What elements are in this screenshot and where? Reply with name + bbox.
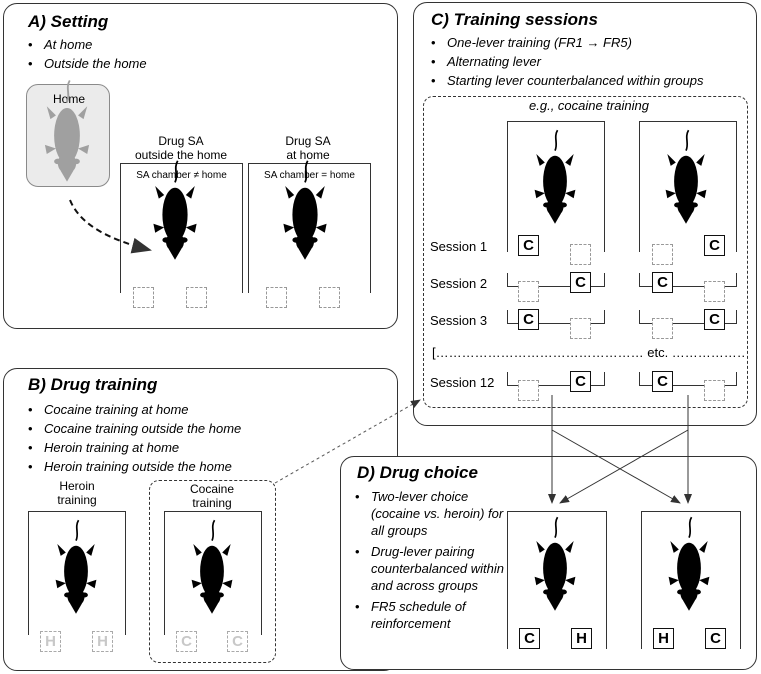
session-left-rat-icon [533,129,577,225]
bullet: At home [28,35,147,54]
home-rat-icon [43,79,91,183]
bullet: Heroin training at home [28,438,241,457]
athome-rat-icon [282,159,328,261]
heroin-lever-left: H [40,631,61,652]
panel-c-bullets: One-lever training (FR1 → FR5) Alternati… [431,33,704,90]
outside-lever-right [186,287,207,308]
bullet: Outside the home [28,54,147,73]
bullet: Heroin training outside the home [28,457,241,476]
s2-right-lever-a: C [652,272,673,293]
bullet: One-lever training (FR1 → FR5) [431,33,704,52]
example-label: e.g., cocaine training [529,98,649,113]
session-example-frame [423,96,748,408]
s12-right-lever-b [704,380,725,401]
bullet: Cocaine training at home [28,400,241,419]
s3-left-lever-a: C [518,309,539,330]
s3-right-rail [639,310,737,324]
cocaine-rat-icon [190,519,234,615]
panel-a-bullets: At home Outside the home [28,35,147,73]
choice-right-rat-icon [667,516,711,612]
s12-left-lever-b: C [570,371,591,392]
session-label: Session 3 [430,313,488,328]
s3-right-lever-b: C [704,309,725,330]
s12-right-rail [639,372,737,386]
heroin-label-2: training [57,493,97,507]
s3-right-lever-a [652,318,673,339]
outside-chamber-text: SA chamber ≠ home [136,170,227,181]
s1-left-lever-a: C [518,235,539,256]
heroin-label-1: Heroin [59,479,95,493]
choice-left-lever-b: H [571,628,592,649]
choice-left-rat-icon [533,516,577,612]
choice-left-lever-a: C [519,628,540,649]
bullet: Alternating lever [431,52,704,71]
etc-line: [………………………………………… etc. ……………………………………] [432,345,744,360]
cocaine-label-1: Cocaine [189,482,235,496]
cocaine-lever-right: C [227,631,248,652]
heroin-lever-right: H [92,631,113,652]
outside-label-2: outside the home [134,148,228,162]
bullet: FR5 schedule of reinforcement [355,598,505,632]
s3-left-rail [507,310,605,324]
bullet: Cocaine training outside the home [28,419,241,438]
s3-left-lever-b [570,318,591,339]
choice-right-lever-a: H [653,628,674,649]
s1-left-lever-b [570,244,591,265]
s12-left-rail [507,372,605,386]
panel-b-bullets: Cocaine training at home Cocaine trainin… [28,400,241,476]
cocaine-lever-left: C [176,631,197,652]
arrow-left-to-right [551,429,681,504]
athome-label-2: at home [286,148,330,162]
panel-a-title: A) Setting [28,12,109,31]
home-to-chamber-arrow [69,199,152,254]
arrow-right-to-left [559,429,689,504]
panel-d-bullets: Two-lever choice (cocaine vs. heroin) fo… [355,488,505,636]
panel-b-title: B) Drug training [28,375,158,394]
session-label: Session 12 [430,375,495,390]
session-label: Session 2 [430,276,488,291]
cocaine-to-sessions-connector [274,399,421,484]
athome-chamber-text: SA chamber = home [264,170,355,181]
cocaine-label-2: training [192,496,232,510]
outside-rat-icon [152,159,198,261]
panel-c-title: C) Training sessions [431,10,598,29]
athome-label-1: Drug SA [285,134,331,148]
bullet: Starting lever counterbalanced within gr… [431,71,704,90]
athome-lever-left [266,287,287,308]
home-label: Home [52,92,85,106]
athome-lever-right [319,287,340,308]
bullet: Two-lever choice (cocaine vs. heroin) fo… [355,488,505,539]
panel-d-title: D) Drug choice [357,463,478,482]
s1-right-lever-b: C [704,235,725,256]
s2-left-lever-a [518,281,539,302]
s2-right-lever-b [704,281,725,302]
s1-right-lever-a [652,244,673,265]
s12-left-lever-a [518,380,539,401]
panel-drug-training: B) Drug training Cocaine training at hom… [3,368,398,671]
session-label: Session 1 [430,239,488,254]
s2-left-lever-b: C [570,272,591,293]
cocaine-training-frame [149,480,276,663]
session-right-rat-icon [664,129,708,225]
choice-right-lever-b: C [705,628,726,649]
s2-left-rail [507,273,605,287]
s2-right-rail [639,273,737,287]
outside-lever-left [133,287,154,308]
outside-label-1: Drug SA [158,134,204,148]
heroin-rat-icon [54,519,98,615]
s12-right-lever-a: C [652,371,673,392]
bullet: Drug-lever pairing counterbalanced withi… [355,543,505,594]
